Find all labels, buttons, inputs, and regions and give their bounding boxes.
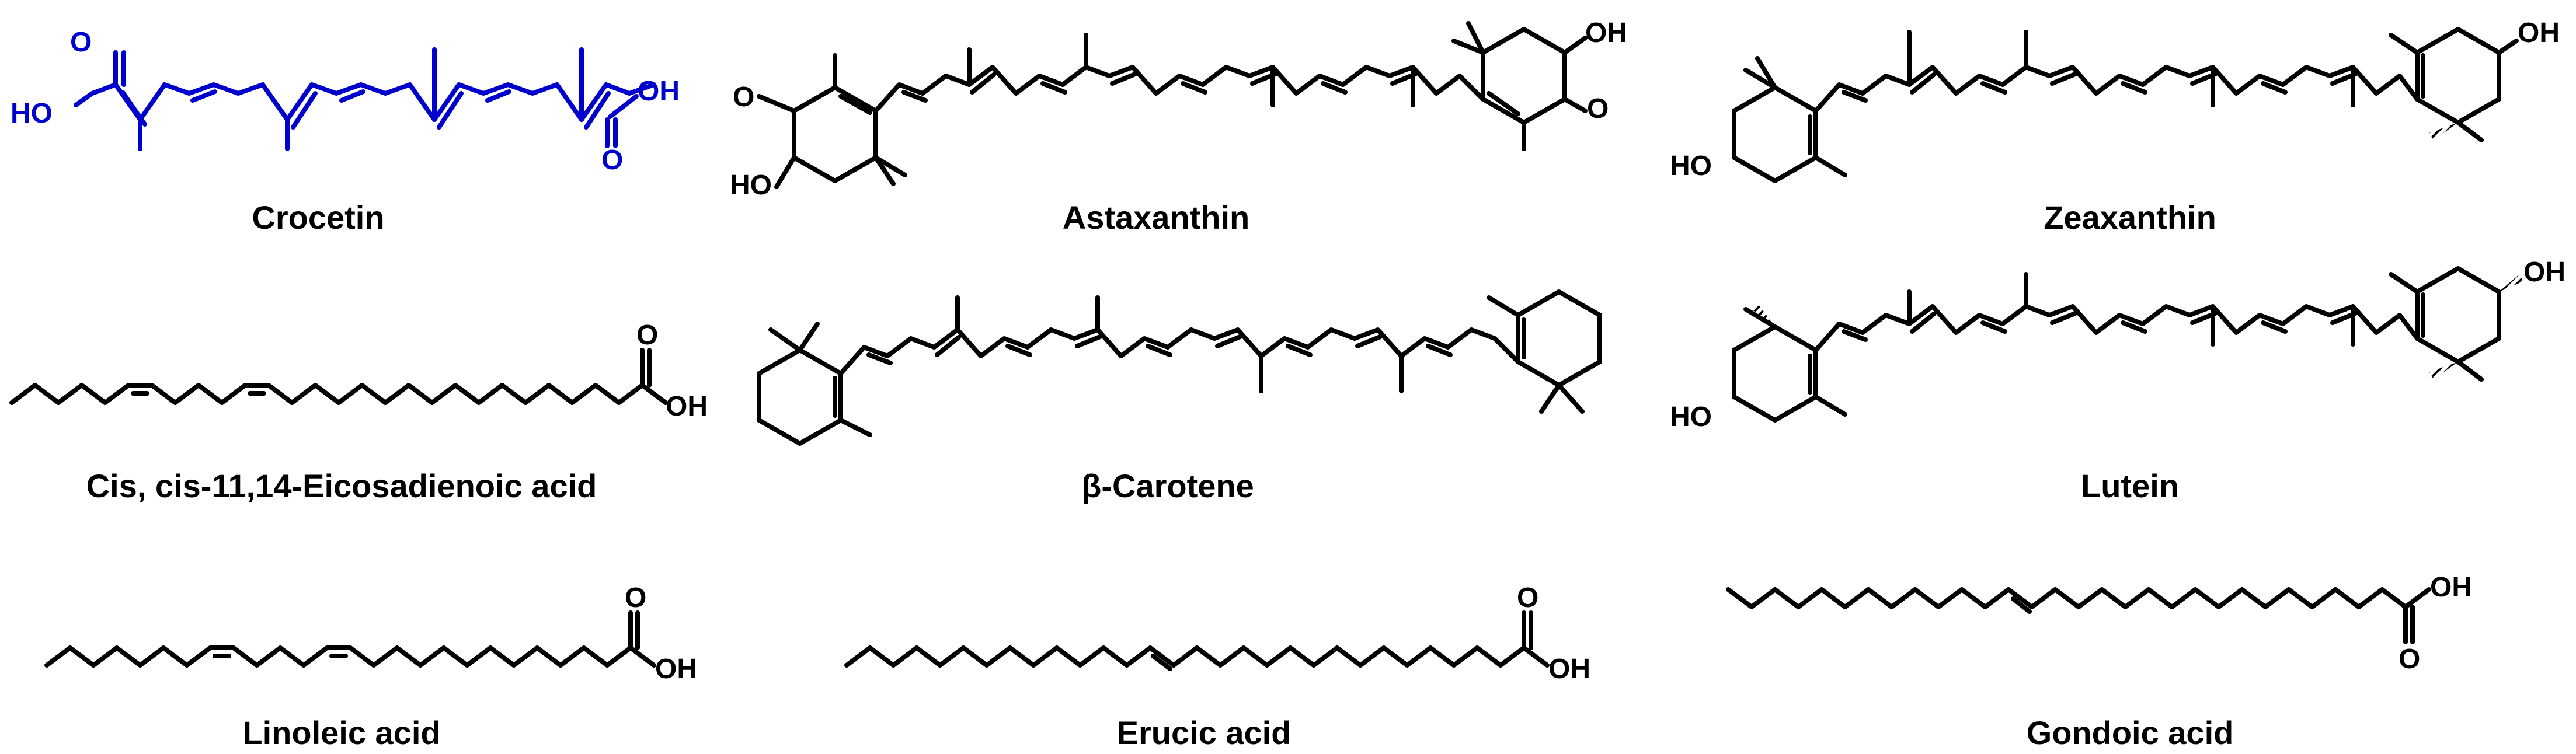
zeaxanthin-hashed-wedge [2429, 123, 2458, 140]
linoleic-acid-structure [44, 610, 656, 668]
crocetin-structure [74, 47, 656, 151]
crocetin-oh-right: OH [638, 76, 680, 107]
lutein-oh-right: OH [2523, 257, 2565, 288]
lutein-hashed-wedge-oh [2499, 274, 2523, 292]
zeaxanthin-label: Zeaxanthin [2044, 199, 2216, 236]
gondoic-o: O [2399, 644, 2420, 675]
beta-carotene-structure [757, 289, 1602, 446]
astaxanthin-o-right: O [1587, 93, 1609, 124]
erucic-oh: OH [1548, 654, 1590, 685]
eicosadienoic-oh: OH [666, 391, 708, 422]
gondoic-acid-label: Gondoic acid [2027, 714, 2234, 751]
erucic-acid-structure [844, 610, 1550, 671]
gondoic-oh: OH [2430, 572, 2472, 603]
linoleic-acid-label: Linoleic acid [242, 714, 440, 751]
beta-carotene-label: β-Carotene [1081, 467, 1254, 504]
crocetin-label: Crocetin [252, 199, 384, 236]
eicosadienoic-acid-label: Cis, cis-11,14-Eicosadienoic acid [86, 467, 597, 504]
zeaxanthin-structure [1732, 27, 2519, 183]
eicosadienoic-o: O [636, 320, 658, 351]
crocetin-o-right: O [601, 145, 623, 176]
lutein-label: Lutein [2081, 467, 2179, 504]
crocetin-ho-left: HO [11, 98, 53, 129]
lutein-hashed-wedge-right [2429, 362, 2458, 379]
astaxanthin-o-left: O [733, 82, 754, 113]
linoleic-oh: OH [655, 654, 697, 685]
eicosadienoic-acid-structure [9, 348, 668, 405]
astaxanthin-structure [757, 21, 1588, 189]
lutein-hashed-wedge-left [1752, 305, 1775, 327]
zeaxanthin-oh-right: OH [2518, 18, 2560, 48]
erucic-o: O [1517, 582, 1538, 613]
linoleic-o: O [625, 582, 646, 613]
lutein-ho-left: HO [1670, 402, 1712, 432]
astaxanthin-ho-left: HO [730, 170, 772, 201]
gondoic-acid-structure [1726, 587, 2431, 644]
erucic-acid-label: Erucic acid [1117, 714, 1292, 751]
lutein-structure [1732, 266, 2501, 423]
astaxanthin-oh-right: OH [1585, 18, 1627, 48]
crocetin-o-left: O [70, 27, 92, 58]
astaxanthin-label: Astaxanthin [1063, 199, 1250, 236]
zeaxanthin-ho-left: HO [1670, 151, 1712, 181]
